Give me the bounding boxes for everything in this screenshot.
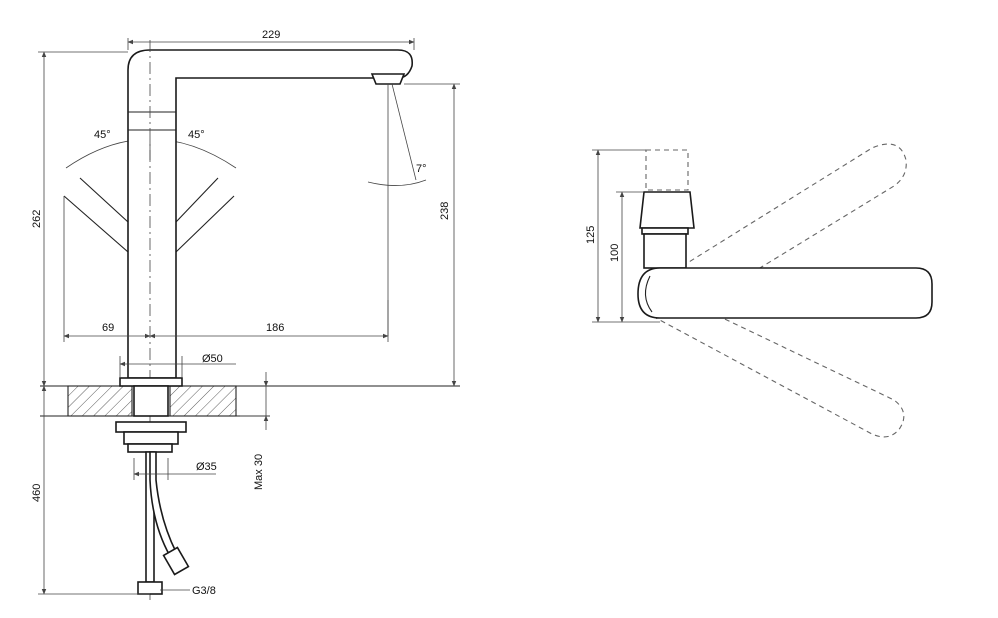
- label-jet-angle: 7°: [416, 163, 427, 175]
- side-view: 229 262 238 69 186 Ø50: [31, 29, 460, 600]
- water-jet: [367, 83, 427, 336]
- dim-total-height: 262: [31, 51, 128, 387]
- dim-swivel-offsets: 69 186: [63, 196, 389, 342]
- dim-outlet-height: 238: [404, 83, 460, 387]
- label-swivel-left: 69: [102, 322, 114, 334]
- dim-hose-length: 460: [31, 385, 150, 595]
- ghost-spout-up: [643, 143, 907, 313]
- label-spout-reach: 229: [262, 29, 280, 41]
- ghost-spout-down: [655, 287, 905, 438]
- top-view: 125 100: [585, 143, 933, 438]
- label-outlet-height: 238: [439, 202, 451, 220]
- ghost-cartridge: [645, 149, 689, 191]
- dim-base-diameter: Ø50: [119, 353, 236, 378]
- label-height-body: 100: [609, 244, 621, 262]
- dim-max-thickness: Max 30: [240, 372, 270, 490]
- label-total-height: 262: [31, 210, 43, 228]
- spout-body: [637, 267, 933, 319]
- countertop-section: [40, 385, 460, 417]
- dim-hole-diameter: Ø35: [133, 458, 217, 480]
- label-swivel-angle-right: 45°: [188, 129, 205, 141]
- dim-thread: G3/8: [160, 585, 216, 597]
- dim-spout-reach: 229: [127, 29, 415, 50]
- label-hose-length: 460: [31, 484, 43, 502]
- label-base-diameter: Ø50: [202, 353, 223, 365]
- cartridge-top: [639, 191, 695, 229]
- label-hole-diameter: Ø35: [196, 461, 217, 473]
- supply-hoses: [137, 451, 190, 595]
- label-swivel-right: 186: [266, 322, 284, 334]
- cartridge-body: [643, 233, 687, 269]
- dim-top-heights: 125 100: [585, 149, 660, 323]
- label-height-total: 125: [585, 226, 597, 244]
- cartridge-ring: [641, 227, 689, 235]
- mounting-hardware: [115, 377, 187, 453]
- label-thread: G3/8: [192, 585, 216, 597]
- label-swivel-angle-left: 45°: [94, 129, 111, 141]
- faucet-body: [127, 49, 414, 379]
- label-max-thickness: Max 30: [253, 454, 265, 490]
